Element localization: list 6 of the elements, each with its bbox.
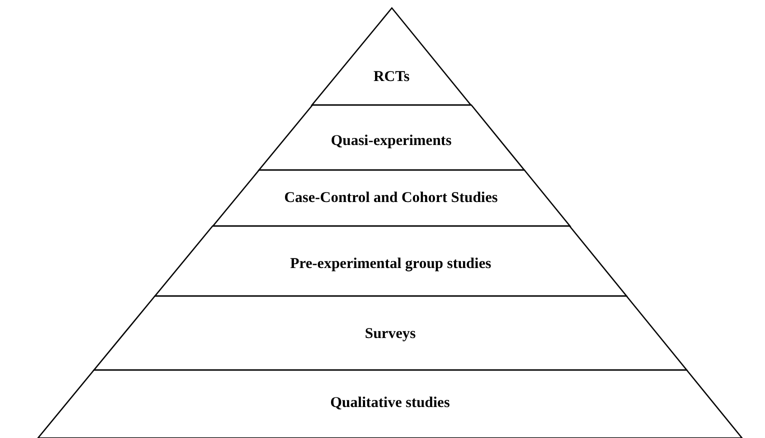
tier-label: Qualitative studies bbox=[329, 394, 451, 412]
tier-label: Quasi-experiments bbox=[330, 132, 453, 150]
tier-label: RCTs bbox=[372, 68, 411, 86]
tier-label: Surveys bbox=[364, 325, 417, 343]
tier-label: Case-Control and Cohort Studies bbox=[283, 189, 499, 207]
tier-label: Pre-experimental group studies bbox=[289, 255, 492, 273]
